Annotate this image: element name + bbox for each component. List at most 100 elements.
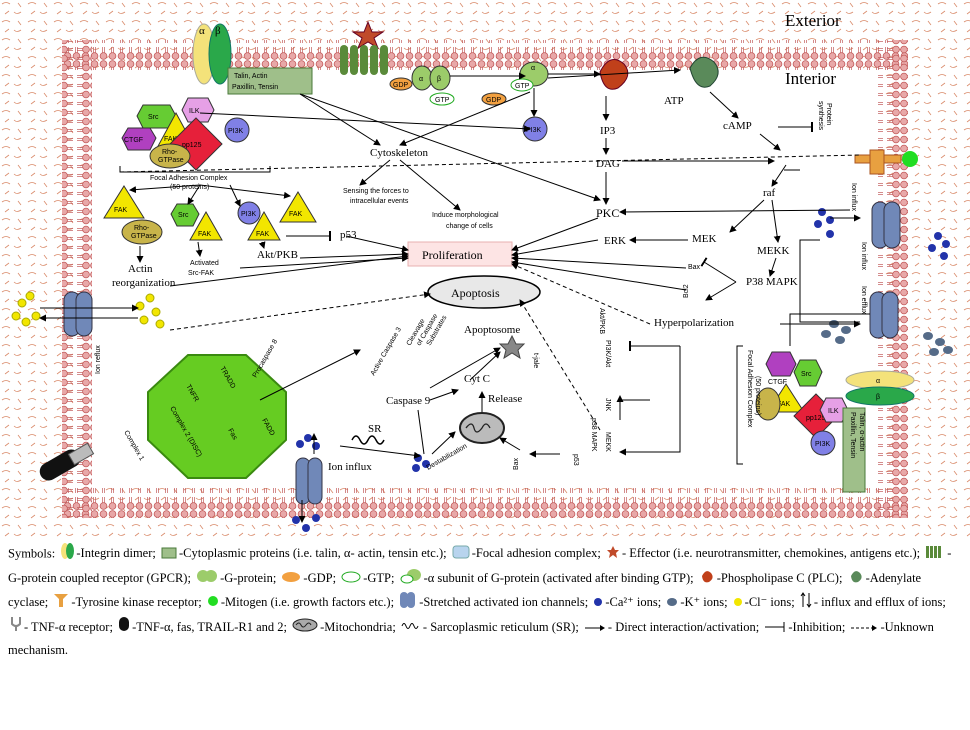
svg-text:β: β: [215, 25, 221, 37]
svg-text:MEKK: MEKK: [757, 245, 789, 257]
cl-ions-left: [11, 291, 165, 329]
legend-text: -Mitochondria;: [320, 619, 399, 634]
tyrosine-kinase-receptor: [854, 149, 918, 175]
svg-text:MEKK: MEKK: [604, 432, 611, 452]
legend-text: - Effector (i.e. neurotransmitter, chemo…: [621, 546, 924, 561]
legend-item: - TNF-α receptor;: [8, 617, 117, 634]
legend-text: -Unknown mechanism.: [8, 619, 934, 658]
legend-text: -Focal adhesion complex;: [471, 546, 604, 561]
proliferation-label: Proliferation: [422, 248, 483, 262]
svg-text:JNK: JNK: [604, 398, 611, 412]
adenylate-cyclase: [689, 56, 719, 88]
legend-item: -Cytoplasmic proteins (i.e. talin, α- ac…: [159, 546, 450, 560]
legend-item: -Unknown mechanism.: [8, 620, 934, 658]
legend-item: -Stretched activated ion channels;: [397, 591, 592, 609]
svg-text:FAK: FAK: [164, 136, 178, 143]
svg-text:α: α: [531, 65, 535, 72]
svg-text:GDP: GDP: [486, 97, 502, 104]
svg-text:CTGF: CTGF: [124, 137, 143, 144]
legend-text: -G-protein;: [220, 571, 280, 585]
svg-text:Bcl2: Bcl2: [683, 284, 690, 298]
legend-text: -Phospholipase C (PLC);: [716, 571, 846, 585]
ion-channel-icon: [399, 591, 417, 616]
legend-text: -TNF-α, fas, TRAIL-R1 and 2;: [132, 619, 291, 634]
alpha-subunit: α GTP: [510, 61, 549, 92]
alpha-subunit-icon: [400, 568, 422, 591]
gdp-2: [481, 92, 507, 106]
svg-text:Src: Src: [801, 371, 812, 378]
tyrosine-icon: [53, 592, 69, 615]
svg-text:Ion influx: Ion influx: [860, 242, 867, 271]
focal-adhesion-complex-right: CTGF Src FAK pp125 ILK PI3K Focal Adhesi…: [736, 345, 849, 465]
legend-item: -Mitogen (i.e. growth factors etc.);: [205, 595, 397, 609]
svg-text:FAK: FAK: [198, 231, 212, 238]
svg-text:GTP: GTP: [435, 97, 450, 104]
k-icon: [666, 592, 678, 614]
svg-text:Rho-: Rho-: [162, 149, 178, 156]
svg-text:GTP: GTP: [515, 83, 530, 90]
legend-item: -Tyrosine kinase receptor;: [51, 593, 204, 609]
tnf-icon: [118, 616, 130, 639]
svg-text:Apoptosome: Apoptosome: [464, 324, 520, 336]
legend-item: -Inhibition;: [762, 620, 848, 634]
svg-text:(50 proteins): (50 proteins): [170, 184, 209, 191]
unknown-mechanism-arrows: [119, 154, 861, 431]
svg-text:ILK: ILK: [189, 108, 200, 115]
svg-text:Rho-: Rho-: [134, 225, 150, 232]
effector-icon: [606, 544, 620, 566]
legend-item: -TNF-α, fas, TRAIL-R1 and 2;: [116, 617, 291, 634]
legend-text: -Inhibition;: [788, 619, 849, 634]
legend-item: -Focal adhesion complex;: [450, 545, 604, 561]
mito-icon: [292, 617, 318, 639]
svg-text:Ion reflux: Ion reflux: [95, 345, 102, 374]
svg-text:GTPase: GTPase: [158, 157, 184, 164]
legend-item: -Mitochondria;: [290, 618, 399, 634]
signaling-diagram: Exterior Interior α β Talin, Actin Paxil…: [0, 0, 970, 540]
membrane-bottom: [62, 488, 908, 518]
adenylate-icon: [848, 568, 864, 591]
svg-text:Ion influx: Ion influx: [850, 183, 857, 212]
legend-item: -GTP;: [339, 571, 397, 585]
svg-text:reorganization: reorganization: [112, 277, 176, 289]
legend-text: -Stretched activated ion channels;: [419, 595, 592, 609]
interior-label: Interior: [785, 69, 836, 88]
svg-text:β: β: [876, 394, 880, 401]
mitogen-icon: [207, 592, 219, 614]
membrane-top: [62, 40, 908, 70]
gprotein-icon: [196, 568, 218, 590]
pathway-arrows: [39, 66, 870, 523]
svg-text:(50 proteins): (50 proteins): [754, 376, 761, 415]
svg-text:Bax: Bax: [688, 264, 701, 271]
svg-text:Paxillin, Tensin: Paxillin, Tensin: [849, 412, 856, 458]
plc-icon: [699, 568, 715, 591]
legend-item: - Direct interaction/activation;: [582, 620, 762, 634]
svg-text:p53: p53: [340, 229, 357, 241]
svg-text:PI3K: PI3K: [241, 211, 257, 218]
legend-prefix: Symbols:: [8, 546, 56, 561]
svg-text:GTPase: GTPase: [131, 233, 157, 240]
legend-text: - Direct interaction/activation;: [607, 619, 763, 634]
svg-text:FAK: FAK: [289, 211, 303, 218]
svg-text:Src: Src: [148, 114, 159, 121]
legend-text: -Integrin dimer;: [76, 546, 159, 561]
legend-text: - TNF-α receptor;: [24, 619, 117, 634]
svg-text:Akt/PKB: Akt/PKB: [598, 308, 605, 334]
svg-text:p38 MAPK: p38 MAPK: [590, 418, 597, 452]
svg-text:FAK: FAK: [256, 231, 270, 238]
svg-text:GDP: GDP: [393, 82, 409, 89]
arrow-icon: [584, 617, 606, 639]
ion-channel-bottom: [295, 457, 323, 505]
svg-text:Src-FAK: Src-FAK: [188, 270, 214, 277]
cl-icon: [733, 592, 743, 614]
integrin-dimer-right: α β Talin, α-actin Paxillin, Tensin: [842, 370, 915, 493]
svg-text:pp125: pp125: [806, 415, 826, 422]
legend-text: -G-protein coupled receptor (GPCR);: [8, 546, 952, 585]
svg-text:pp125: pp125: [182, 142, 202, 149]
svg-text:intracellular events: intracellular events: [350, 198, 409, 205]
legend-item: - Sarcoplasmic reticulum (SR);: [399, 620, 582, 634]
inhibit-icon: [764, 617, 786, 639]
svg-text:FAK: FAK: [777, 401, 791, 408]
legend-text: -α subunit of G-protein (activated after…: [423, 571, 697, 585]
legend-item: -Integrin dimer;: [58, 543, 159, 561]
legend-text: - Sarcoplasmic reticulum (SR);: [422, 619, 582, 634]
